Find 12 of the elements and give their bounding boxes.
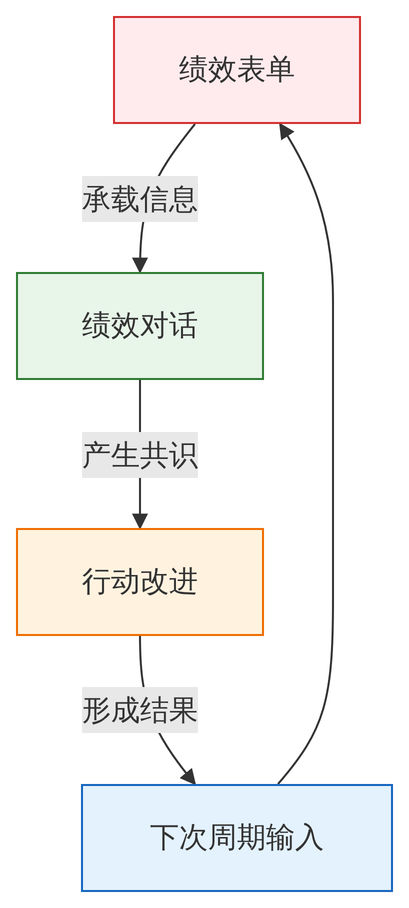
box-label: 行动改进	[82, 563, 198, 600]
process-box	[16, 528, 264, 636]
box-label: 下次周期输入	[150, 819, 324, 856]
process-box	[113, 16, 361, 124]
process-box	[16, 272, 264, 380]
box-label: 绩效表单	[179, 51, 295, 88]
process-box	[81, 784, 393, 892]
arrow	[277, 122, 334, 785]
box-label: 绩效对话	[82, 307, 198, 344]
edge-label: 形成结果	[82, 687, 198, 733]
edge-label: 产生共识	[82, 432, 198, 478]
edge-label: 承载信息	[82, 176, 198, 222]
